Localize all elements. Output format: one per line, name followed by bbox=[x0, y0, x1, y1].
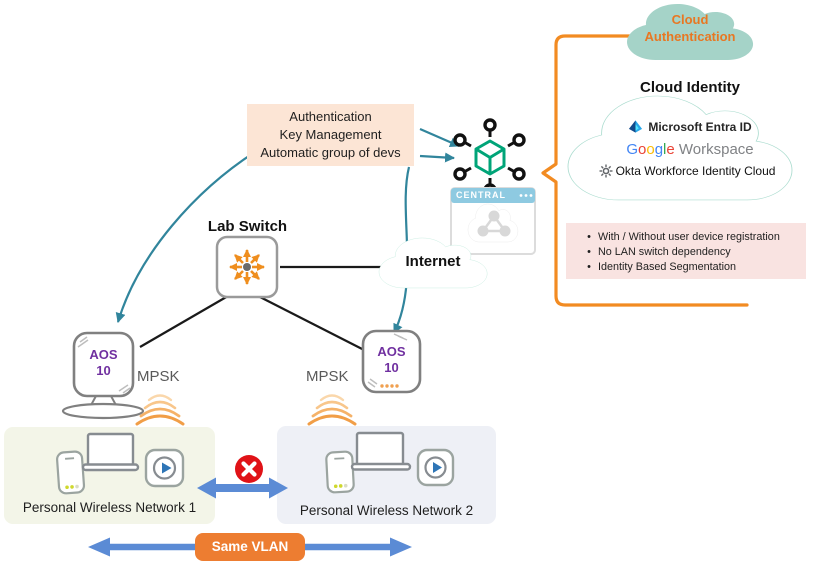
phone-icon bbox=[56, 450, 86, 495]
ap2-label: AOS 10 bbox=[377, 344, 406, 375]
workspace-label: Workspace bbox=[678, 141, 754, 158]
function-line: Automatic group of devs bbox=[260, 144, 401, 160]
access-point-2-icon bbox=[361, 329, 422, 394]
cloud-auth-bracket bbox=[541, 34, 749, 307]
functions-to-hub-arrow-1 bbox=[419, 127, 460, 148]
bullet-icon bbox=[580, 260, 598, 275]
network2-label: Personal Wireless Network 2 bbox=[299, 503, 474, 518]
google-letter: G bbox=[626, 141, 638, 158]
ap1-label: AOS 10 bbox=[89, 347, 118, 378]
function-line: Key Management bbox=[279, 127, 382, 143]
blocked-traffic-arrow bbox=[197, 477, 288, 499]
menu-dots-icon bbox=[519, 194, 533, 197]
laptop-icon bbox=[350, 431, 412, 471]
central-to-ap1-arrow bbox=[115, 149, 259, 323]
google-letter: o bbox=[646, 141, 655, 158]
network2-devices bbox=[325, 431, 455, 494]
provider-microsoft-entra: Microsoft Entra ID bbox=[600, 119, 780, 134]
function-line: Authentication bbox=[289, 109, 372, 125]
benefit-item: With / Without user device registration bbox=[580, 230, 806, 245]
benefits-box: With / Without user device registration … bbox=[566, 223, 806, 279]
switch-ap2-link bbox=[259, 296, 369, 353]
provider-okta: Okta Workforce Identity Cloud bbox=[572, 164, 802, 178]
google-letter: o bbox=[638, 141, 647, 158]
benefit-text: With / Without user device registration bbox=[598, 231, 780, 243]
switch-ap1-link bbox=[139, 295, 229, 348]
mpsk-label-1: MPSK bbox=[137, 368, 180, 385]
entra-logo-icon bbox=[629, 120, 643, 133]
media-player-icon bbox=[144, 448, 185, 488]
benefit-item: Identity Based Segmentation bbox=[580, 260, 806, 275]
wifi-signal-icon-2 bbox=[307, 394, 357, 426]
entra-label: Microsoft Entra ID bbox=[648, 119, 752, 134]
cloud-identity-heading: Cloud Identity bbox=[640, 79, 740, 96]
cloud-cluster-icon bbox=[467, 203, 519, 243]
functions-to-hub-arrow-2 bbox=[419, 152, 455, 163]
bullet-icon bbox=[580, 230, 598, 245]
media-player-icon bbox=[416, 448, 455, 487]
same-vlan-badge: Same VLAN bbox=[195, 533, 305, 561]
blocked-icon bbox=[235, 455, 263, 483]
okta-logo-icon bbox=[599, 164, 613, 178]
benefit-item: No LAN switch dependency bbox=[580, 245, 806, 260]
cloud-hub-icon bbox=[453, 118, 526, 197]
laptop-icon bbox=[81, 432, 140, 472]
phone-icon bbox=[325, 450, 355, 494]
benefit-text: Identity Based Segmentation bbox=[598, 261, 737, 273]
cloud-authentication-label: Cloud Authentication bbox=[644, 12, 736, 44]
lab-switch-label: Lab Switch bbox=[207, 218, 288, 235]
mpsk-label-2: MPSK bbox=[306, 368, 349, 385]
network1-devices bbox=[56, 432, 185, 495]
central-card-title: CENTRAL bbox=[456, 189, 506, 200]
lab-switch-icon bbox=[215, 235, 279, 299]
okta-label: Okta Workforce Identity Cloud bbox=[615, 164, 776, 178]
access-point-1-icon bbox=[61, 331, 145, 420]
central-functions-box: Authentication Key Management Automatic … bbox=[247, 104, 414, 166]
google-letter: g bbox=[654, 141, 664, 158]
bullet-icon bbox=[580, 245, 598, 260]
google-letter: e bbox=[666, 141, 675, 158]
benefit-text: No LAN switch dependency bbox=[598, 246, 731, 258]
google-letter: l bbox=[663, 141, 667, 158]
wifi-signal-icon-1 bbox=[135, 394, 185, 426]
internet-label: Internet bbox=[405, 253, 461, 270]
network1-label: Personal Wireless Network 1 bbox=[22, 500, 197, 515]
central-card bbox=[450, 187, 536, 255]
